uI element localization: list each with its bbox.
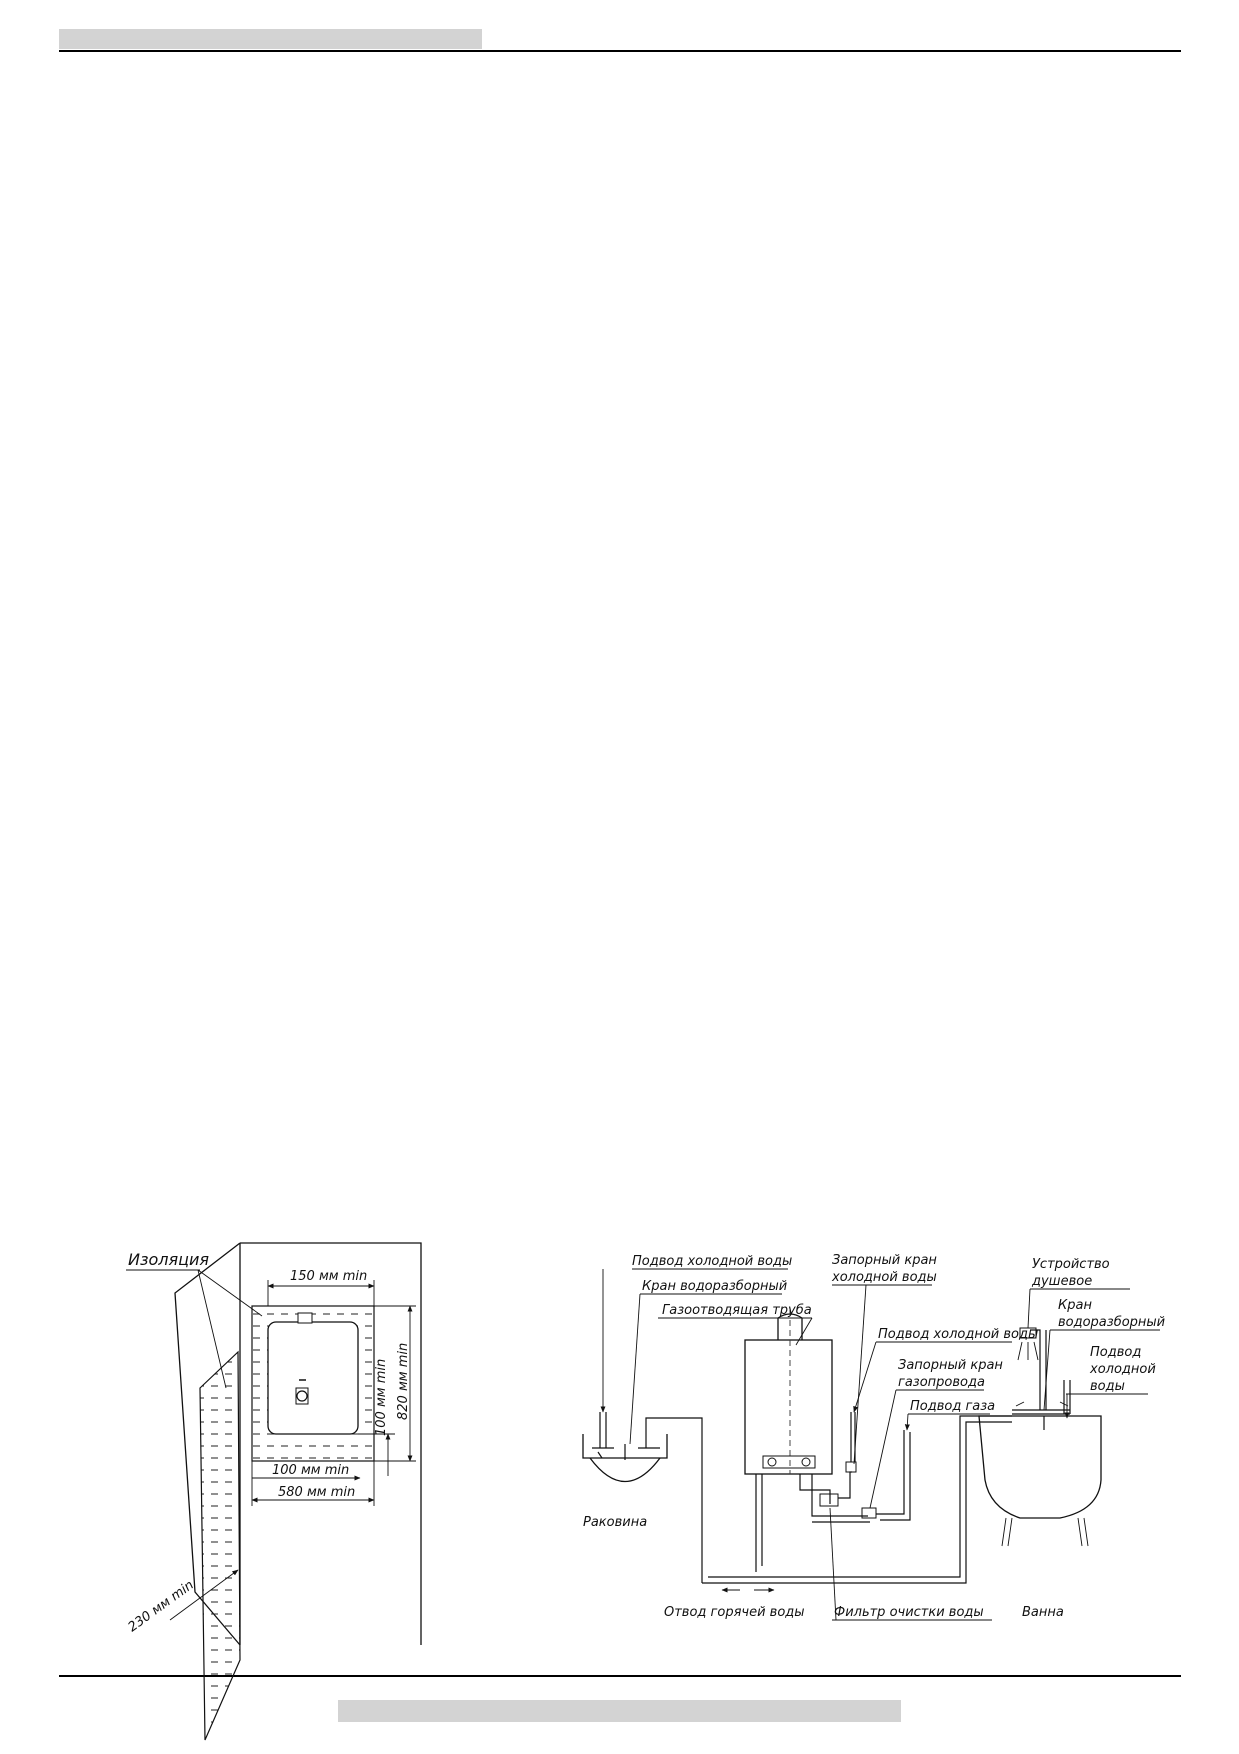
bath-legs — [1001, 1517, 1089, 1547]
leader-cold-supply-2 — [853, 1341, 877, 1413]
leader-flue — [795, 1317, 813, 1346]
label-dim-side-inner: 100 мм min — [374, 1359, 389, 1436]
leader-shower — [1027, 1288, 1031, 1329]
header-bar — [59, 29, 482, 49]
heater-knob — [296, 1390, 308, 1402]
label-dim-top: 150 мм min — [290, 1269, 367, 1284]
water-filter — [819, 1493, 839, 1507]
leader-insulation-2 — [197, 1269, 263, 1317]
leader-gas-shutoff — [869, 1389, 897, 1509]
label-tap-2-1: Кран — [1058, 1298, 1092, 1313]
label-cold-supply-3-3: воды — [1090, 1379, 1125, 1394]
plumb-heater-hot-out — [755, 1474, 763, 1572]
gas-line — [811, 1474, 870, 1523]
label-gas-supply: Подвод газа — [910, 1399, 995, 1414]
label-dim-height: 820 мм min — [396, 1343, 411, 1420]
label-gas-shutoff-1: Запорный кран — [898, 1358, 1003, 1373]
leader-insulation-1 — [197, 1269, 227, 1389]
gas-supply-riser — [876, 1430, 911, 1521]
leader-tap-2 — [1043, 1329, 1051, 1411]
bath-tap-handles — [1015, 1401, 1069, 1407]
label-gas-shutoff-2: газопровода — [898, 1375, 985, 1390]
sink-hot-pipe — [645, 1417, 703, 1583]
plumb-heater-panel — [762, 1455, 816, 1469]
plumbing-diagram: Подвод холодной воды Кран водоразборный … — [582, 1253, 1165, 1621]
plumb-heater-knob-left — [767, 1457, 777, 1467]
footer-bar — [338, 1700, 901, 1722]
dim-line-side — [169, 1569, 239, 1621]
bath-mixer — [1012, 1409, 1070, 1415]
label-cold-shutoff-1: Запорный кран — [832, 1253, 937, 1268]
label-shower-2: душевое — [1031, 1274, 1092, 1289]
label-sink: Раковина — [583, 1515, 647, 1530]
back-wall-outline — [240, 1242, 422, 1645]
label-shower-1: Устройство — [1032, 1257, 1110, 1272]
label-cold-shutoff-2: холодной воды — [831, 1270, 937, 1285]
label-bath: Ванна — [1022, 1605, 1064, 1620]
gas-shutoff-valve — [861, 1507, 877, 1519]
leader-gas-supply — [904, 1413, 910, 1431]
plumb-heater-body — [744, 1339, 833, 1475]
label-dim-side-wall: 230 мм min — [126, 1578, 197, 1636]
label-cold-supply-3-2: холодной — [1089, 1362, 1156, 1377]
label-cold-supply-2: Подвод холодной воды — [878, 1327, 1038, 1342]
plumb-heater-cold-in — [799, 1474, 831, 1504]
label-cold-supply-1: Подвод холодной воды — [632, 1254, 792, 1269]
label-cold-supply-3-1: Подвод — [1090, 1345, 1141, 1360]
installation-diagram: Изоляция 150 мм min 100 мм min 820 мм mi… — [126, 1242, 422, 1741]
shower-riser — [1030, 1329, 1047, 1410]
heater-flue-outlet — [297, 1312, 313, 1324]
cold-shutoff-valve — [845, 1461, 857, 1473]
label-dim-bottom-inner: 100 мм min — [272, 1463, 349, 1478]
plumb-heater-knob-right — [801, 1457, 811, 1467]
bath-cold-riser — [1063, 1380, 1071, 1414]
bath-tub — [978, 1415, 1102, 1519]
leader-filter — [829, 1507, 837, 1621]
footer-rule — [59, 1675, 1181, 1677]
label-tap-1: Кран водоразборный — [642, 1279, 787, 1294]
label-hot-water-outlet: Отвод горячей воды — [664, 1605, 805, 1620]
label-water-filter: Фильтр очистки воды — [834, 1605, 984, 1620]
sink-cold-pipe — [599, 1412, 607, 1448]
label-dim-bottom-total: 580 мм min — [278, 1485, 355, 1500]
side-insulation — [199, 1350, 241, 1741]
sink-tap-handles — [592, 1447, 660, 1459]
leader-cold-shutoff — [853, 1284, 867, 1465]
heater-control-panel — [295, 1387, 309, 1405]
sink-basin — [589, 1457, 661, 1482]
label-flue-pipe: Газоотводящая труба — [662, 1303, 812, 1318]
leader-tap-1 — [629, 1293, 641, 1445]
label-insulation: Изоляция — [128, 1250, 209, 1269]
shower-spray — [1017, 1341, 1039, 1361]
heater-body — [267, 1321, 359, 1435]
filter-outlet — [838, 1471, 852, 1499]
header-rule — [59, 50, 1181, 52]
label-tap-2-2: водоразборный — [1058, 1315, 1165, 1330]
